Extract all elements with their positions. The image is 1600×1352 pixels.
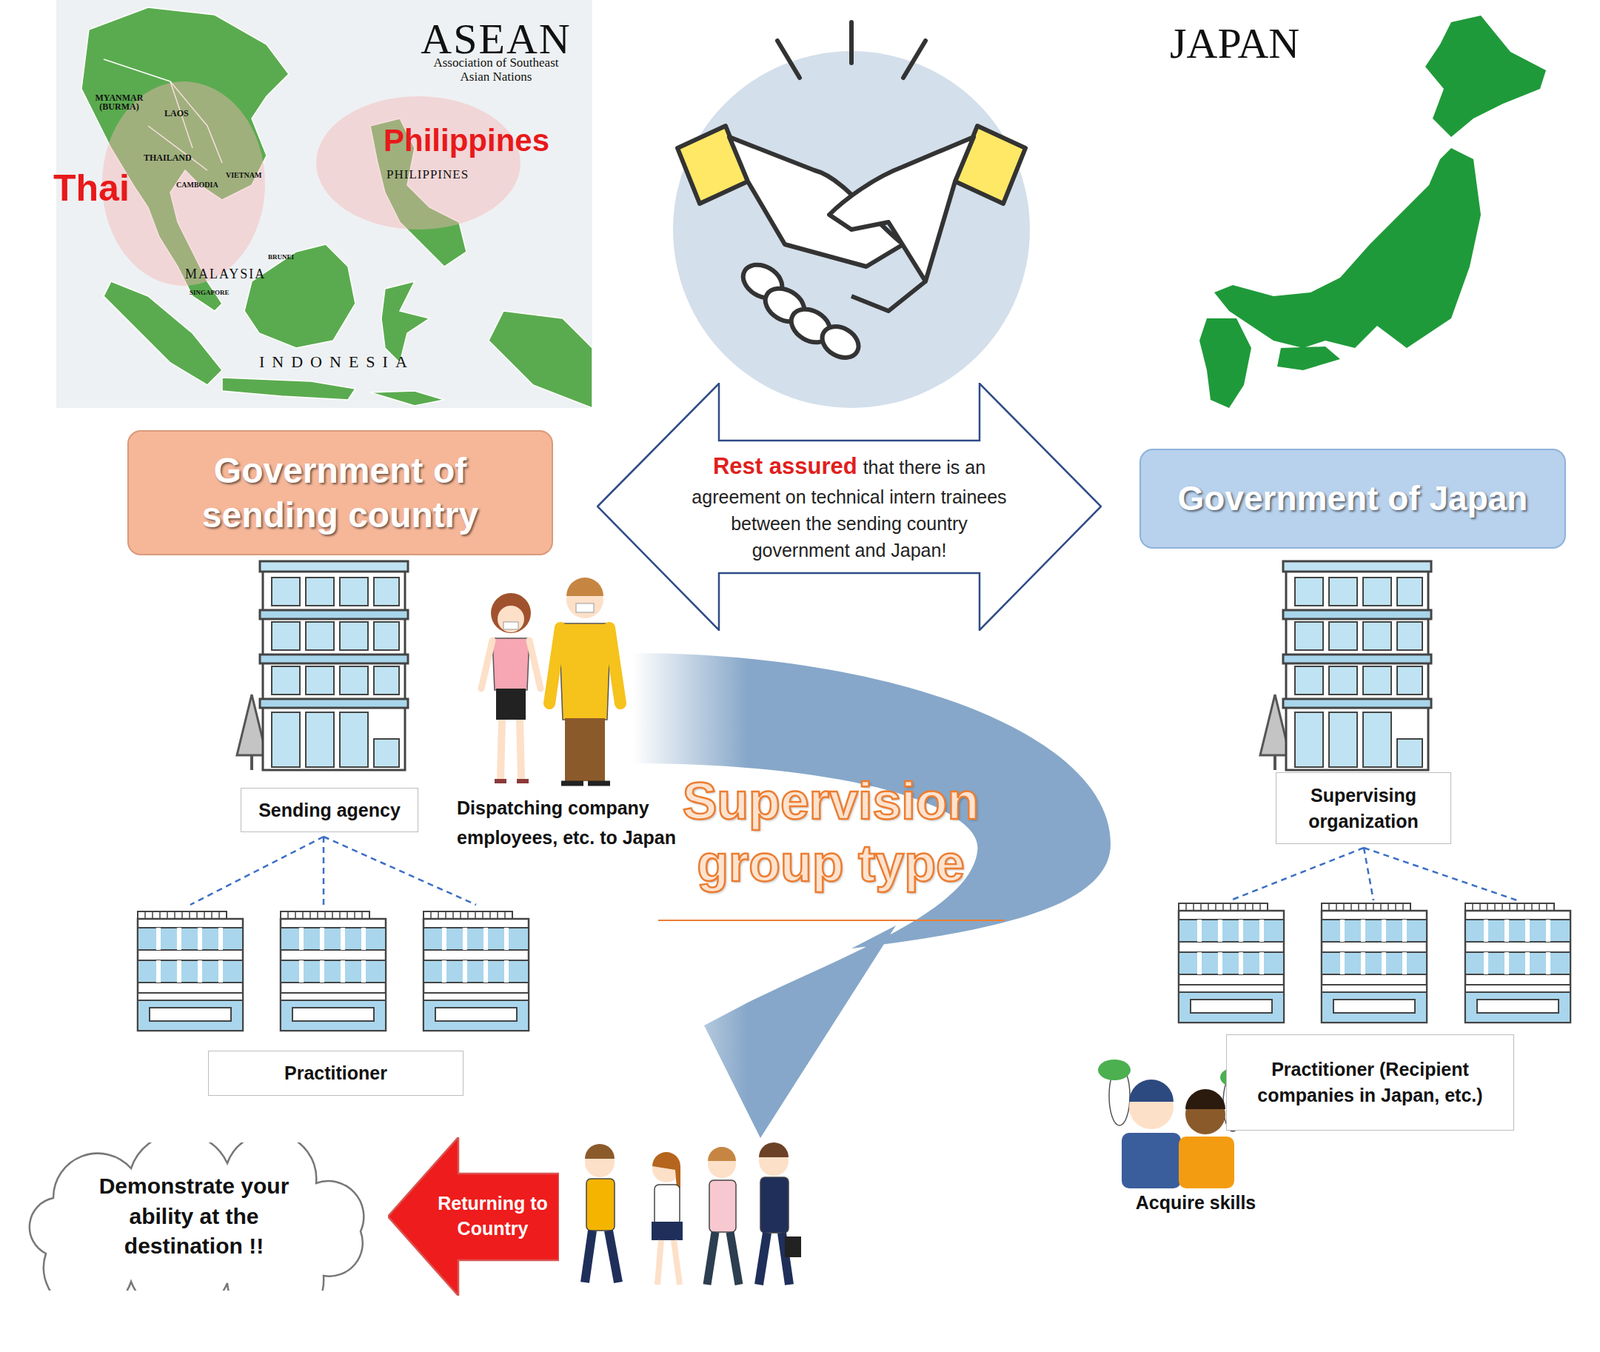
- dispatched-people: [481, 577, 621, 784]
- japan-map: [1199, 15, 1546, 408]
- handshake-icon: [673, 22, 1030, 408]
- text-block: Practitioner: [284, 1060, 388, 1087]
- label-text: Acquire skills: [1121, 1192, 1270, 1214]
- label-text: PHILIPPINES: [386, 167, 513, 183]
- return-arrow-shape: [387, 1137, 560, 1296]
- returning-people: [584, 1142, 802, 1285]
- text-block: Rest assuredthat there is an agreement o…: [691, 450, 1007, 565]
- asean-map: [56, 0, 593, 408]
- label-text: Thai: [53, 167, 150, 211]
- organization-box: Supervising organization: [1275, 772, 1452, 845]
- agreement-arrow: Rest assuredthat there is an agreement o…: [596, 382, 1102, 631]
- cloud-bubble: Demonstrate your ability at the destinat…: [5, 1142, 383, 1291]
- node-text: Government of Japan: [1177, 477, 1529, 521]
- label-text: CAMBODIA: [176, 180, 236, 190]
- text-block: Practitioner (Recipient companies in Jap…: [1235, 1056, 1505, 1109]
- node-text: Rest assured: [713, 453, 858, 480]
- node-text: Demonstrate your ability at the destinat…: [68, 1171, 320, 1262]
- text-block: Sending agency: [258, 797, 401, 824]
- label-text: THAILAND: [143, 153, 218, 164]
- node-text: Government of sending country: [143, 448, 537, 538]
- return-arrow: Returning to Country: [387, 1137, 560, 1296]
- label-text: MYANMAR (BURMA): [85, 93, 153, 112]
- office-buildings: [137, 561, 1571, 1031]
- label-text: INDONESIA: [259, 352, 497, 371]
- return-arrow-outline: [387, 1137, 560, 1296]
- label-text: Supervision group type: [645, 770, 1016, 895]
- text-block: Government of Japan: [1177, 477, 1529, 521]
- agreement-arrow-shape: [597, 383, 1101, 631]
- label-text: SINGAPORE: [189, 288, 249, 297]
- flow-arrow: [633, 653, 1111, 1138]
- text-block: Supervising organization: [1285, 782, 1442, 835]
- label-text: Dispatching company employees, etc. to J…: [456, 792, 679, 853]
- node-text: Supervising organization: [1285, 782, 1442, 835]
- text-block: Returning to Country: [432, 1191, 554, 1242]
- node-text: Returning to Country: [432, 1191, 554, 1242]
- label-text: Philippines: [383, 122, 577, 159]
- label-text: VIETNAM: [225, 171, 286, 180]
- label-text: BRUNEI: [268, 253, 313, 261]
- label-text: LAOS: [164, 108, 209, 120]
- practitioner-box: Practitioner: [208, 1050, 464, 1096]
- agency-box: Sending agency: [240, 787, 419, 833]
- label-text: JAPAN: [1169, 19, 1333, 69]
- government-box: Government of sending country: [127, 430, 554, 556]
- text-block: Government of sending country: [143, 448, 537, 538]
- practitioner-box: Practitioner (Recipient companies in Jap…: [1226, 1034, 1515, 1131]
- label-text: MALAYSIA: [185, 266, 304, 283]
- government-box: Government of Japan: [1139, 448, 1566, 549]
- cloud-bubble-shape: [29, 1142, 364, 1291]
- node-text: Practitioner (Recipient companies in Jap…: [1235, 1056, 1505, 1109]
- node-text: Sending agency: [258, 797, 401, 824]
- text-block: Demonstrate your ability at the destinat…: [68, 1171, 320, 1262]
- label-text: Association of Southeast Asian Nations: [429, 56, 563, 84]
- node-text: Practitioner: [284, 1060, 388, 1087]
- title-underline: [658, 919, 1005, 922]
